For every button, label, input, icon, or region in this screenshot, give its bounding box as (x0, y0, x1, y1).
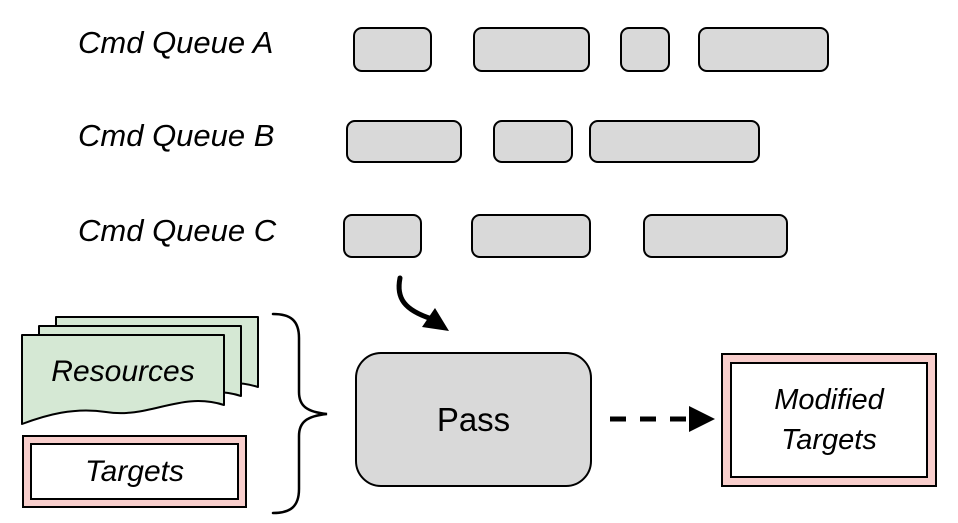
pass-label: Pass (436, 400, 511, 438)
queue-a-block-4 (698, 27, 829, 72)
queue-b-block-1 (346, 120, 462, 163)
queue-a-label: Cmd Queue A (78, 25, 274, 60)
curly-brace (271, 312, 328, 515)
pass-box: Pass (355, 352, 592, 487)
queue-c-label: Cmd Queue C (78, 213, 277, 248)
targets-label: Targets (30, 443, 239, 500)
document-icon (21, 334, 225, 425)
curved-arrow-icon (396, 275, 449, 331)
targets-box: Targets (22, 435, 247, 508)
queue-b-block-3 (589, 120, 760, 163)
queue-a-block-1 (353, 27, 432, 72)
queue-c-block-2 (471, 214, 591, 258)
resources-document-stack (21, 316, 259, 425)
dashed-arrow-icon (610, 406, 715, 432)
modified-targets-label: Modified Targets (730, 362, 928, 478)
modified-targets-line2: Targets (781, 424, 877, 456)
queue-b-label: Cmd Queue B (78, 118, 275, 153)
modified-targets-line1: Modified (774, 384, 884, 416)
queue-a-block-3 (620, 27, 670, 72)
queue-c-block-3 (643, 214, 788, 258)
queue-c-block-1 (343, 214, 422, 258)
queue-b-block-2 (493, 120, 573, 163)
queue-a-block-2 (473, 27, 590, 72)
resources-label: Resources (51, 355, 195, 388)
modified-targets-box: Modified Targets (721, 353, 937, 487)
